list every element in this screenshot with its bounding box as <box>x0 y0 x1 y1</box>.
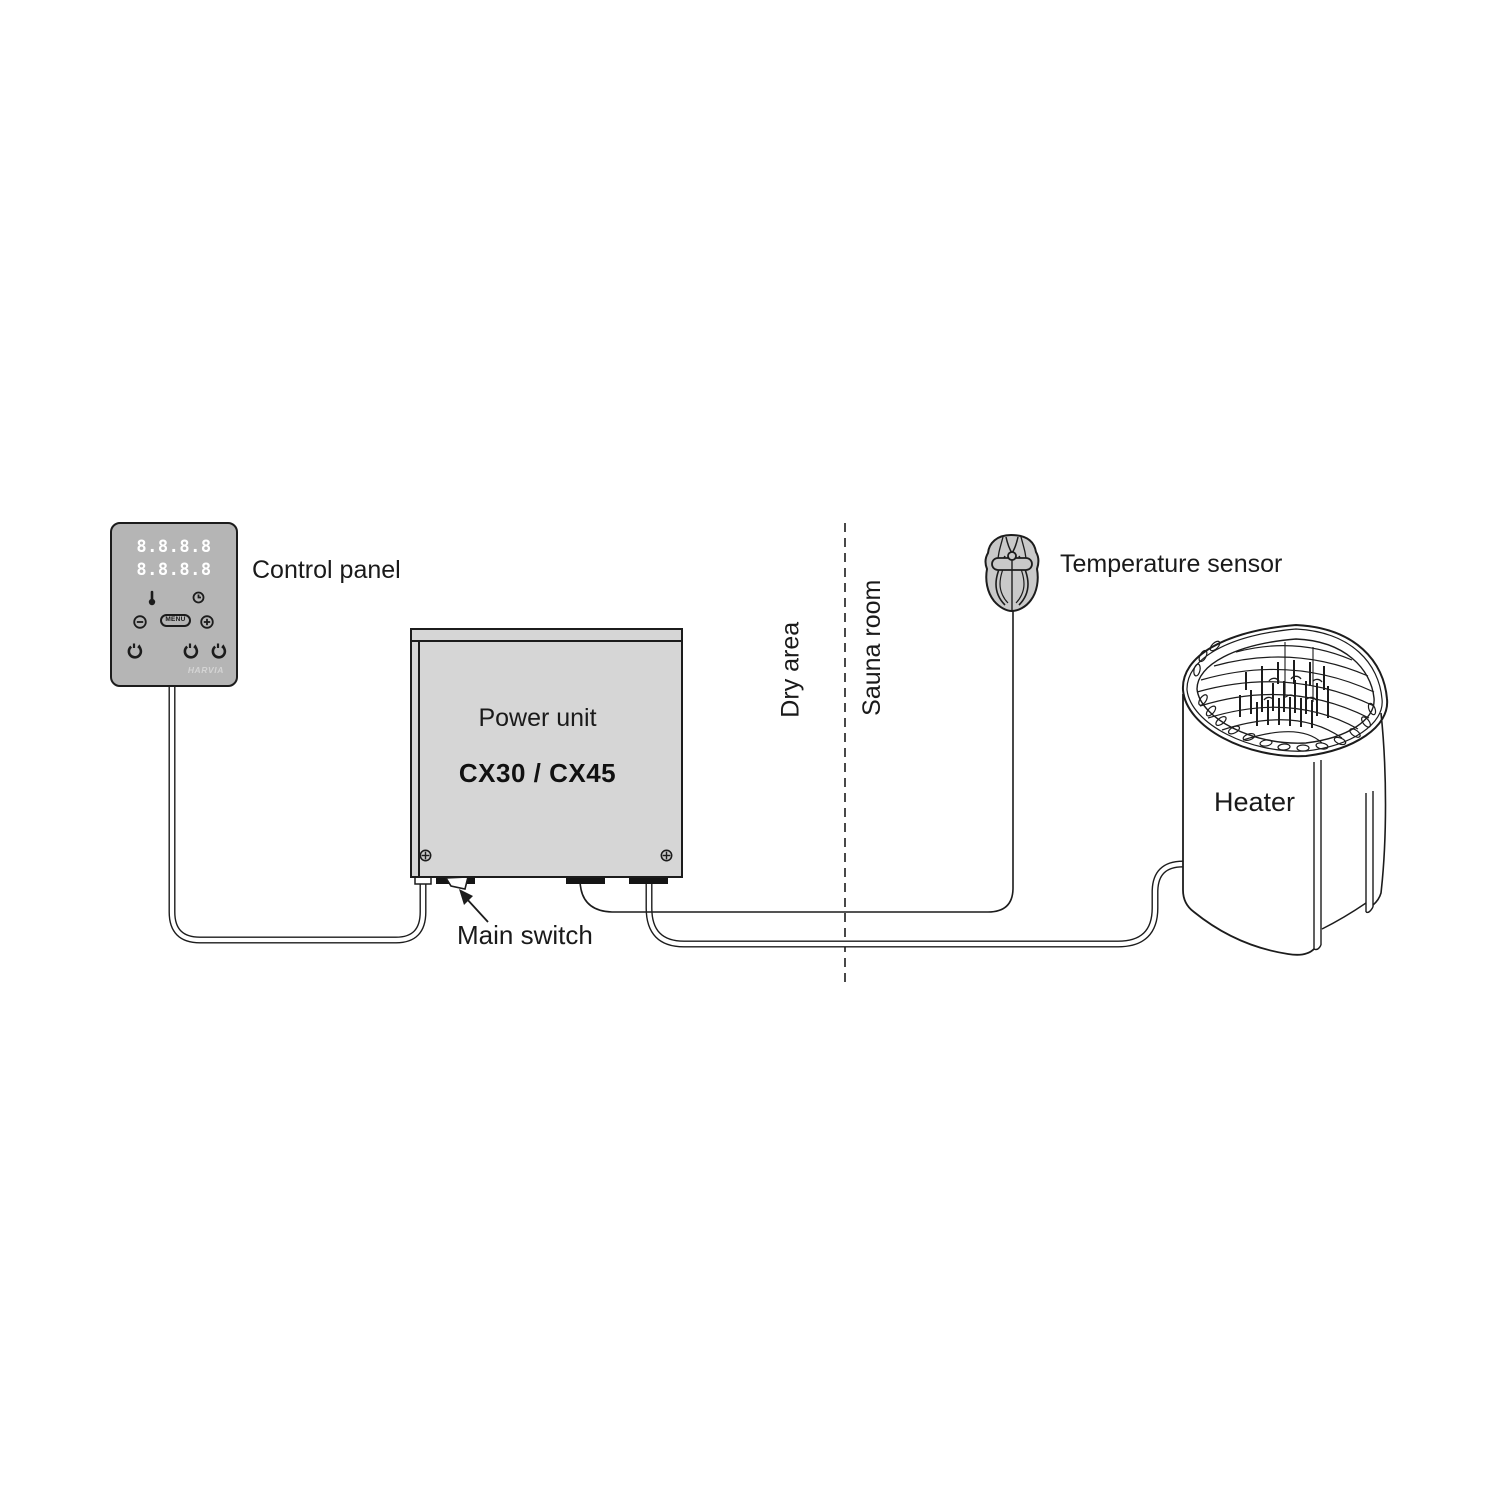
control-panel: 8.8.8.8 8.8.8.8 MENU <box>110 522 238 687</box>
heater-elements <box>1239 642 1329 728</box>
heater <box>1181 623 1389 956</box>
menu-button-label: MENU <box>165 616 186 623</box>
power-unit-flange-line <box>418 640 420 876</box>
power-unit-model: CX30 / CX45 <box>458 758 617 788</box>
power-button-icon <box>211 642 227 664</box>
control-panel-label: Control panel <box>252 556 401 584</box>
minus-button <box>133 615 147 634</box>
wire-heater <box>645 860 1188 948</box>
power-unit-foot <box>629 877 668 884</box>
main-switch <box>444 876 470 890</box>
control-panel-display: 8.8.8.8 8.8.8.8 <box>112 536 236 582</box>
display-row-time: 8.8.8.8 <box>136 560 212 580</box>
screw-icon <box>660 849 673 862</box>
plus-button <box>200 615 214 634</box>
heater-rim-holes <box>1193 640 1377 752</box>
temperature-sensor <box>984 533 1040 613</box>
power-unit: Power unit CX30 / CX45 <box>410 628 683 878</box>
sauna-room-label: Sauna room <box>857 579 886 716</box>
display-row-temperature: 8.8.8.8 <box>136 537 212 557</box>
main-switch-label: Main switch <box>457 920 593 950</box>
power-unit-foot <box>566 877 605 884</box>
power-button-icon <box>183 642 199 664</box>
wire-sensor <box>579 608 1014 913</box>
wire-control-panel <box>168 687 427 944</box>
power-unit-title: Power unit <box>478 704 597 732</box>
clock-icon <box>192 591 205 609</box>
dry-area-label: Dry area <box>776 621 805 718</box>
menu-button: MENU <box>160 614 191 627</box>
power-button-icon <box>127 642 143 664</box>
harvia-logo: HARVIA <box>187 665 224 675</box>
power-unit-lid-line <box>412 640 681 642</box>
screw-icon <box>419 849 432 862</box>
temperature-sensor-label: Temperature sensor <box>1060 550 1283 578</box>
thermometer-icon <box>147 590 157 611</box>
heater-label: Heater <box>1214 787 1296 817</box>
main-switch-arrow <box>459 889 489 923</box>
